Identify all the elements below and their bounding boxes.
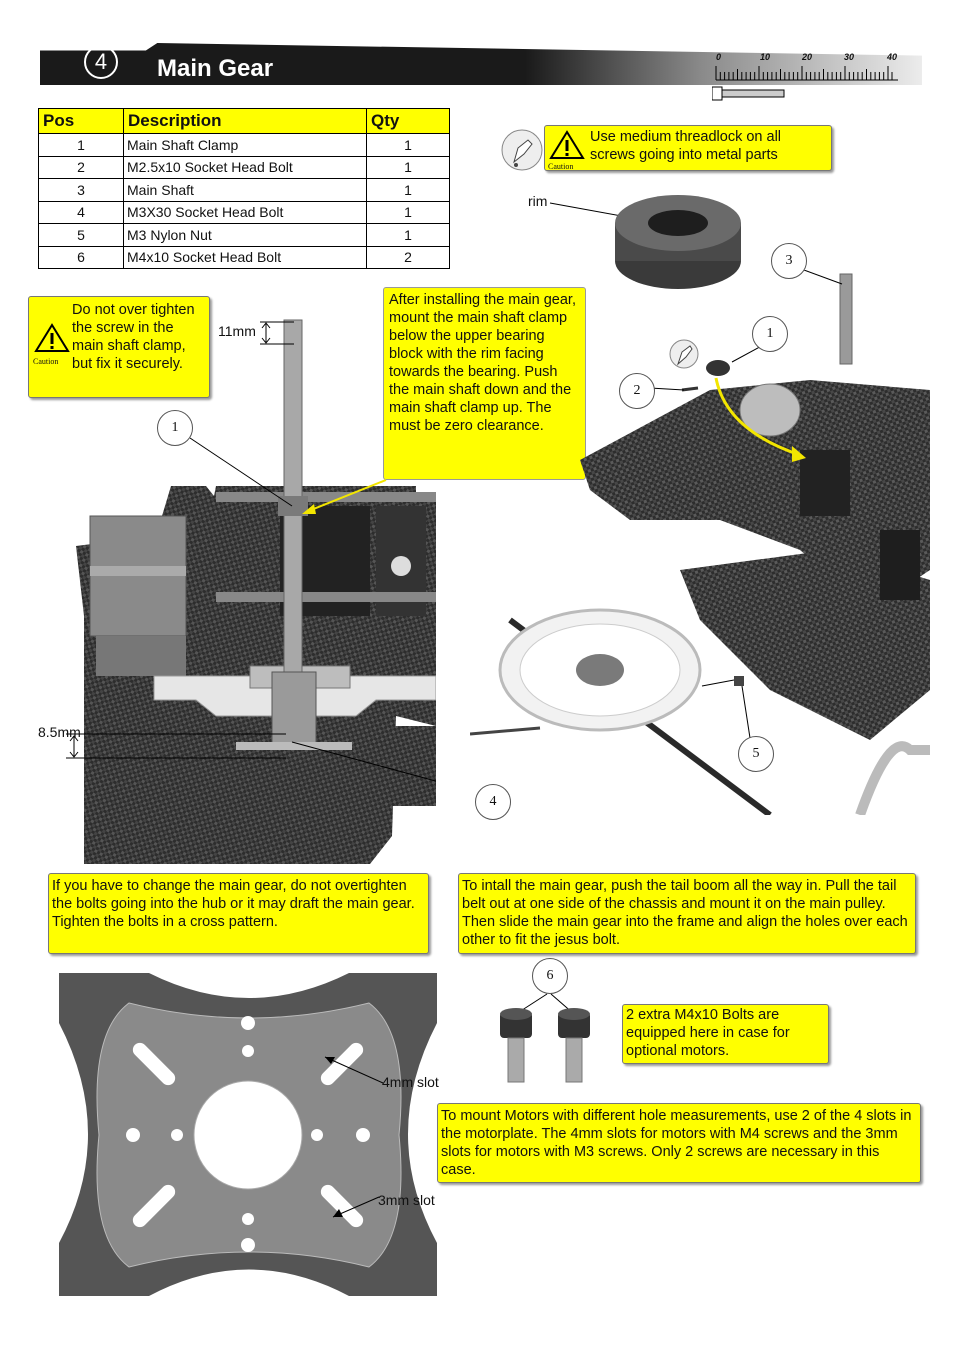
cell-pos: 3 (38, 178, 124, 202)
table-row: 5 M3 Nylon Nut 1 (38, 223, 450, 247)
caution-icon (549, 130, 585, 159)
parts-table: Pos Description Qty 1 Main Shaft Clamp 1… (38, 108, 450, 269)
callout-5: 5 (738, 736, 774, 772)
threadlock-note: Caution Use medium threadlock on all scr… (544, 125, 832, 171)
extra-bolts-text: 2 extra M4x10 Bolts are equipped here in… (626, 1007, 790, 1059)
column-header-pos: Pos (38, 108, 124, 134)
rim-label: rim (528, 193, 548, 209)
cell-pos: 1 (38, 133, 124, 157)
cell-pos: 4 (38, 200, 124, 224)
shaft-clamp-drawing (549, 195, 741, 289)
m4-bolts-drawing (500, 993, 590, 1083)
page-title: Main Gear (157, 55, 274, 82)
cell-qty: 1 (366, 155, 450, 179)
cell-description: Main Shaft (123, 178, 367, 202)
callout-1-left: 1 (157, 410, 193, 446)
dimension-11mm-label: 11mm (218, 323, 256, 339)
cell-qty: 1 (366, 223, 450, 247)
column-header-qty: Qty (366, 108, 450, 134)
column-header-description: Description (123, 108, 367, 134)
ruler-tick-label: 10 (760, 52, 771, 62)
extra-bolts-note: 2 extra M4x10 Bolts are equipped here in… (622, 1004, 829, 1064)
overtighten-caution-note: Caution Do not over tighten the screw in… (28, 296, 210, 398)
slot-3mm-label: 3mm slot (378, 1192, 435, 1208)
table-row: 2 M2.5x10 Socket Head Bolt 1 (38, 155, 450, 179)
ruler-tick-label: 20 (802, 52, 813, 62)
callout-6: 6 (532, 958, 568, 994)
cell-qty: 1 (366, 133, 450, 157)
threadlock-icon (501, 129, 543, 171)
ruler-scale-icon (712, 66, 898, 101)
caution-label: Caution (548, 162, 574, 171)
callout-1-right: 1 (752, 316, 788, 352)
table-row: 1 Main Shaft Clamp 1 (38, 133, 450, 157)
bolt-length-ruler: 0 10 20 30 40 (712, 52, 912, 102)
overtighten-text: Do not over tighten the screw in the mai… (72, 302, 195, 372)
install-clamp-note: After installing the main gear, mount th… (383, 287, 586, 480)
cell-description: M4x10 Socket Head Bolt (123, 245, 367, 269)
cell-qty: 1 (366, 200, 450, 224)
caution-icon (34, 323, 70, 352)
install-gear-note: To intall the main gear, push the tail b… (458, 873, 916, 954)
cell-description: M2.5x10 Socket Head Bolt (123, 155, 367, 179)
install-clamp-text: After installing the main gear, mount th… (389, 292, 576, 434)
threadlock-text: Use medium threadlock on all screws goin… (590, 129, 782, 163)
cell-qty: 2 (366, 245, 450, 269)
change-gear-note: If you have to change the main gear, do … (48, 873, 429, 954)
ruler-tick-label: 0 (716, 52, 722, 62)
ruler-tick-label: 30 (844, 52, 855, 62)
motor-slots-text: To mount Motors with different hole meas… (441, 1108, 912, 1178)
step-number: 4 (84, 45, 118, 79)
callout-2: 2 (619, 373, 655, 409)
slot-4mm-label: 4mm slot (382, 1074, 439, 1090)
change-gear-text: If you have to change the main gear, do … (52, 878, 415, 930)
callout-4: 4 (475, 784, 511, 820)
table-row: 6 M4x10 Socket Head Bolt 2 (38, 245, 450, 269)
table-row: 3 Main Shaft 1 (38, 178, 450, 202)
table-row: 4 M3X30 Socket Head Bolt 1 (38, 200, 450, 224)
motor-slots-note: To mount Motors with different hole meas… (437, 1103, 921, 1183)
cell-pos: 5 (38, 223, 124, 247)
install-gear-text: To intall the main gear, push the tail b… (462, 878, 908, 948)
cell-pos: 2 (38, 155, 124, 179)
chassis-side-view-drawing (66, 319, 436, 864)
cell-description: M3 Nylon Nut (123, 223, 367, 247)
ruler-tick-label: 40 (887, 52, 898, 62)
cell-description: Main Shaft Clamp (123, 133, 367, 157)
caution-label: Caution (33, 357, 59, 366)
callout-3: 3 (771, 243, 807, 279)
cell-description: M3X30 Socket Head Bolt (123, 200, 367, 224)
chassis-perspective-drawing (470, 270, 930, 815)
motor-plate-drawing (59, 973, 437, 1296)
parts-table-header: Pos Description Qty (38, 108, 450, 134)
cell-pos: 6 (38, 245, 124, 269)
cell-qty: 1 (366, 178, 450, 202)
dimension-8-5mm-label: 8.5mm (38, 724, 81, 740)
step-header: 4 Main Gear (40, 43, 922, 85)
